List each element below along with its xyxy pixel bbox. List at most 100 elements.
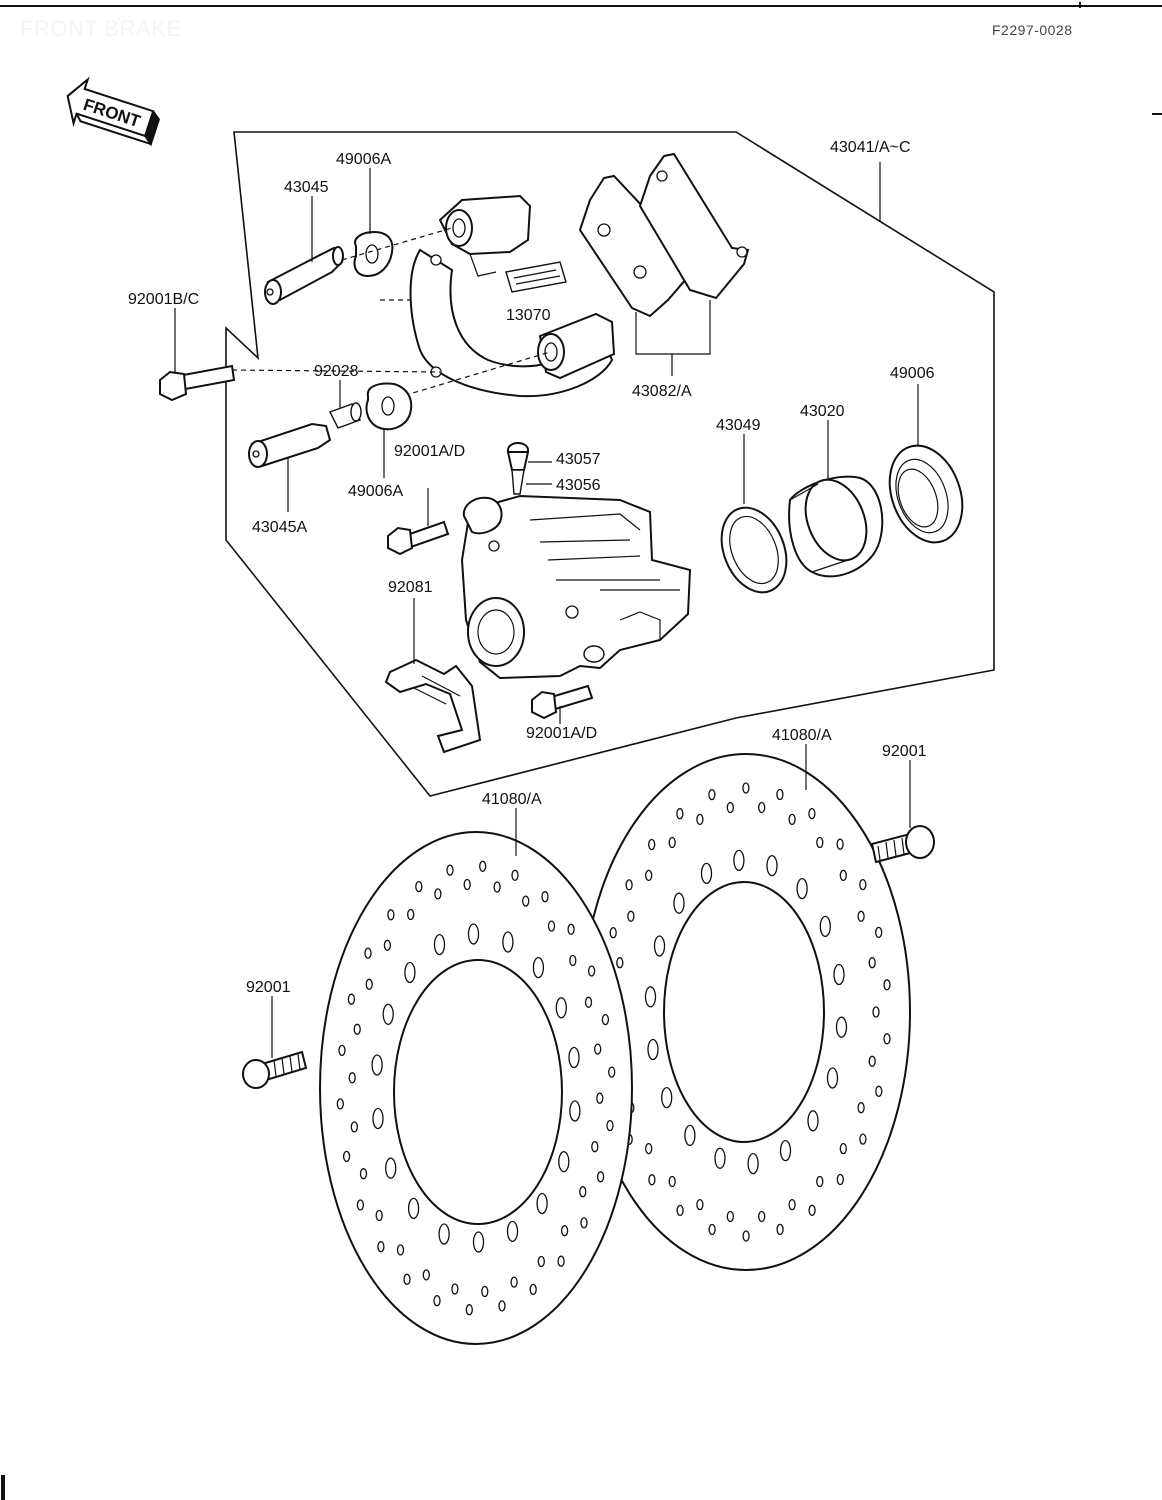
disc-hole (868, 1055, 876, 1067)
label-49006A-top: 49006A (336, 151, 391, 168)
disc-hole (648, 1174, 656, 1186)
label-92001-right: 92001 (882, 743, 927, 760)
disc-hole (446, 864, 454, 876)
disc-hole (808, 807, 816, 820)
label-49006: 49006 (890, 365, 935, 382)
slide-pin-lower (248, 422, 332, 468)
disc-hole (808, 1204, 816, 1216)
leader-43082 (635, 300, 711, 355)
brake-pads (578, 152, 750, 318)
label-92028: 92028 (314, 363, 359, 380)
disc-hole (708, 788, 716, 801)
disc-hole (875, 1085, 883, 1097)
bleeder-valve (506, 442, 530, 495)
disc-hole (338, 1044, 346, 1057)
label-92001AD-bottom: 92001A/D (526, 725, 597, 742)
disc-hole (377, 1241, 385, 1253)
disc-hole (645, 869, 653, 882)
disc-hole (415, 880, 423, 893)
disc-hole (644, 986, 657, 1008)
disc-hole (493, 881, 501, 893)
disc-hole (606, 1119, 614, 1132)
disc-hole (596, 1092, 604, 1104)
disc-hole (645, 1142, 653, 1155)
disc-hole (726, 801, 734, 814)
disc-hole (536, 1192, 548, 1215)
disc-hole (859, 878, 867, 891)
disc-hole (776, 1223, 784, 1236)
disc-hole (433, 1295, 441, 1307)
label-41080A-left: 41080/A (482, 791, 542, 808)
disc-hole (816, 836, 824, 849)
disc-hole (696, 813, 704, 826)
label-43049: 43049 (716, 417, 761, 434)
caliper-bolt-lower (531, 684, 594, 720)
dust-boot-upper (353, 230, 394, 278)
disc-hole (510, 1276, 518, 1288)
disc-hole (868, 957, 876, 969)
disc-hole (857, 910, 865, 922)
disc-hole (807, 1110, 819, 1132)
disc-hole (816, 1175, 824, 1188)
page-title: FRONT BRAKE (20, 16, 182, 41)
slide-pin-upper (264, 246, 344, 305)
disc-hole (726, 1210, 734, 1223)
disc-hole (673, 892, 685, 914)
disc-hole (779, 1139, 792, 1162)
disc-hole (463, 878, 471, 891)
disc-hole (387, 909, 395, 921)
disc-hole (596, 1171, 605, 1183)
disc-hole (560, 1225, 569, 1237)
label-43045A: 43045A (252, 519, 307, 536)
disc-hole (676, 1204, 684, 1217)
dash-bolt (231, 369, 441, 373)
disc-hole (359, 1168, 368, 1180)
disc-hole (532, 956, 545, 979)
disc-hole (434, 888, 442, 900)
disc-hole (653, 935, 666, 957)
caliper-assembly-outline (225, 131, 995, 797)
disc-hole (839, 869, 847, 882)
disc-hole (668, 836, 676, 849)
disc-hole (714, 1147, 726, 1169)
disc-hole (796, 877, 808, 900)
disc-hole (594, 1043, 602, 1055)
disc-hole (511, 869, 519, 881)
label-41080A-right: 41080/A (772, 727, 832, 744)
disc-hole (776, 788, 784, 801)
disc-hole (348, 1072, 356, 1084)
disc-hole (336, 1098, 344, 1110)
disc-hole (558, 1151, 570, 1173)
disc-hole (758, 1210, 766, 1223)
disc-hole (404, 961, 416, 984)
disc-hole (668, 1175, 676, 1188)
brake-disc-left (319, 831, 633, 1345)
disc-hole (883, 1033, 891, 1045)
disc-hole (569, 1100, 581, 1122)
disc-hole (522, 895, 530, 907)
disc-hole (700, 862, 713, 885)
diagram-code: F2297-0028 (992, 22, 1073, 38)
caliper-body (460, 494, 692, 680)
disc-hole (364, 947, 372, 959)
disc-hole (356, 1199, 365, 1211)
label-43041: 43041/A~C (830, 139, 911, 156)
disc-hole (438, 1223, 450, 1245)
disc-hole (584, 996, 593, 1008)
disc-hole (375, 1209, 383, 1222)
disc-hole (347, 993, 356, 1005)
disc-hole (684, 1124, 696, 1147)
disc-hole (537, 1255, 545, 1268)
label-92001AD-top: 92001A/D (394, 443, 465, 460)
disc-hole (616, 957, 624, 969)
disc-hole (422, 1269, 430, 1281)
disc-hole (875, 926, 883, 939)
disc-hole (766, 855, 778, 877)
label-49006A-bottom: 49006A (348, 483, 403, 500)
disc-hole (569, 954, 577, 967)
label-43082A: 43082/A (632, 383, 692, 400)
disc-hole (836, 1173, 844, 1186)
piston-seal (720, 506, 788, 594)
disc-bolt-right (870, 825, 935, 864)
disc-hole (648, 838, 656, 851)
